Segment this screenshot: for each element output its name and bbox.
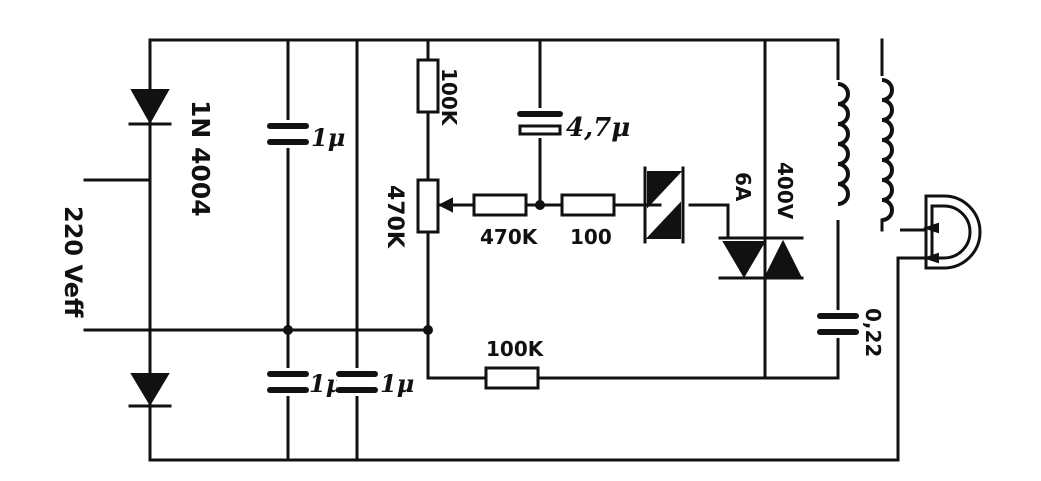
capacitor-timing-label: 4,7μ <box>566 113 630 143</box>
resistor-series-100 <box>560 193 616 217</box>
resistor-series-100-label: 100 <box>570 225 612 249</box>
resistor-bottom-label: 100K <box>486 337 545 361</box>
potentiometer <box>416 178 440 234</box>
potentiometer-wiper-arrow <box>437 197 453 213</box>
diode-top <box>128 89 172 126</box>
junction-dot <box>535 200 545 210</box>
potentiometer-label: 470K <box>382 185 407 249</box>
junction-dot <box>423 325 433 335</box>
capacitor-bottom-left-a <box>267 368 309 396</box>
capacitor-snubber <box>817 310 859 338</box>
junction-dot <box>283 325 293 335</box>
diode-label: 1N 4004 <box>186 100 215 217</box>
capacitor-top-left <box>267 120 309 148</box>
resistor-series-470k-label: 470K <box>480 225 539 249</box>
triac-voltage-label: 400V <box>773 162 797 220</box>
capacitor-snubber-label: 0,22 <box>861 308 885 357</box>
resistor-top-label: 100K <box>437 68 461 127</box>
capacitor-bottom-left-b <box>336 368 378 396</box>
diac <box>643 166 685 244</box>
transformer-secondary-coil <box>866 76 900 236</box>
spark-gap-lamp <box>922 194 982 270</box>
inductor-coil <box>832 80 862 220</box>
capacitor-timing <box>517 108 563 138</box>
triac-current-label: 6A <box>731 172 755 202</box>
junction-dots <box>283 200 545 335</box>
capacitor-top-left-label: 1μ <box>311 123 345 152</box>
resistor-series-470k <box>472 193 528 217</box>
resistor-top <box>416 58 440 114</box>
resistor-bottom <box>484 366 540 390</box>
triac <box>718 236 804 280</box>
capacitor-bottom-left-b-label: 1μ <box>380 369 414 398</box>
diode-bottom <box>128 373 172 408</box>
supply-label: 220 Veff <box>59 206 87 318</box>
